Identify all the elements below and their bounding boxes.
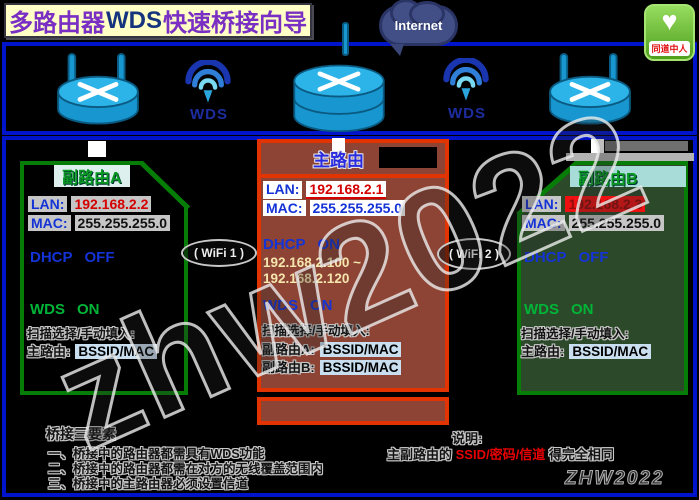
mac-label: MAC: — [28, 215, 71, 231]
remark-line: 主副路由的 SSID/密码/信道 得完全相同 — [387, 444, 614, 463]
wds-link-label-left: WDS — [190, 106, 228, 123]
router-b-dhcp-row: DHCP OFF — [524, 249, 609, 266]
lan-label: LAN: — [522, 196, 562, 212]
main-peer-a-row: 副路由A: BSSID/MAC — [262, 339, 402, 358]
watermark-small: ZHW2022 — [565, 468, 665, 490]
main-router-panel-footer — [257, 397, 449, 425]
internet-label: Internet — [394, 18, 443, 33]
main-scan-hint: 扫描选择/手动填入: — [262, 324, 370, 338]
router-b-title: 副路由B — [570, 166, 686, 188]
peer-label: 副路由A: — [262, 342, 315, 357]
router-b-peer-row: 主路由: BSSID/MAC — [521, 341, 652, 360]
connector-square-a — [88, 141, 106, 157]
connector-square-b — [591, 139, 604, 153]
mac-value: 255.255.255.0 — [74, 215, 171, 231]
mac-label: MAC: — [263, 200, 306, 216]
wifi-1-tag: ( WiFi 1 ) — [181, 239, 257, 267]
main-mac-row: MAC: 255.255.255.0 — [263, 200, 406, 216]
router-b-lan-row: LAN: 192.168.2.3 — [522, 196, 646, 212]
router-b-icon — [549, 52, 631, 125]
main-router-antenna — [342, 22, 349, 56]
cloud-tail — [390, 44, 404, 56]
peer-label: 主路由: — [27, 344, 71, 359]
router-a-lan-row: LAN: 192.168.2.2 — [28, 196, 152, 212]
peer-value: BSSID/MAC — [319, 342, 402, 357]
lan-value: 192.168.2.2 — [71, 196, 152, 212]
lan-label: LAN: — [263, 181, 303, 199]
mac-value: 255.255.255.0 — [568, 215, 665, 231]
title-part-1: 多路由器 — [9, 10, 105, 37]
wds-value: ON — [77, 301, 100, 318]
router-a-mac-row: MAC: 255.255.255.0 — [28, 215, 171, 231]
dhcp-value: OFF — [84, 249, 115, 266]
logo-badge: ♥ 同道中人 — [644, 4, 695, 61]
peer-label: 主路由: — [521, 344, 565, 359]
wds-value: ON — [310, 297, 333, 314]
note-item-1: 一、桥接中的路由器都需具有WDS功能 — [48, 447, 265, 461]
dhcp-label: DHCP — [263, 236, 306, 253]
router-a-wds-row: WDS ON — [30, 301, 100, 318]
badge-label: 同道中人 — [649, 41, 690, 56]
wds-label: WDS — [263, 297, 298, 314]
connector-square-main — [332, 138, 345, 153]
router-a-peer-row: 主路由: BSSID/MAC — [27, 341, 158, 360]
router-b-scan-hint: 扫描选择/手动填入: — [521, 327, 629, 341]
router-a-icon — [57, 52, 139, 125]
lan-value: 192.168.2.3 — [565, 196, 646, 212]
main-router-icon — [293, 64, 385, 133]
remark-prefix: 主副路由的 — [387, 447, 456, 462]
remark-highlight: SSID/密码/信道 — [455, 447, 546, 462]
wds-label: WDS — [30, 301, 65, 318]
main-router-panel-divider — [259, 174, 447, 178]
remark-title: 说明: — [452, 431, 483, 446]
wifi-signal-icon-right — [443, 58, 489, 101]
lan-value: 192.168.2.1 — [306, 181, 387, 199]
connector-bar-dark — [605, 141, 688, 151]
main-lan-row: LAN: 192.168.2.1 — [263, 181, 387, 199]
note-item-3: 三、桥接中的主路由器必须设置信道 — [48, 477, 249, 491]
connector-bar-light — [566, 153, 694, 161]
main-dhcp-row: DHCP ON — [263, 236, 340, 253]
lan-label: LAN: — [28, 196, 68, 212]
wds-label: WDS — [524, 301, 559, 318]
title-part-wds: WDS — [106, 6, 162, 34]
main-wds-row: WDS ON — [263, 297, 333, 314]
main-dhcp-range-end: 192.168.2.120 — [263, 271, 350, 286]
note-item-2: 二、桥接中的路由器都需在对方的无线覆盖范围内 — [48, 462, 324, 476]
peer-value: BSSID/MAC — [569, 344, 652, 359]
main-peer-b-row: 副路由B: BSSID/MAC — [262, 357, 402, 376]
router-a-scan-hint: 扫描选择/手动填入: — [27, 327, 135, 341]
title-part-2: 快速桥接向导 — [163, 10, 307, 37]
page-title: 多路由器 WDS 快速桥接向导 — [4, 3, 312, 38]
dhcp-label: DHCP — [524, 249, 567, 266]
heart-handshake-icon: ♥ — [661, 6, 678, 36]
peer-value: BSSID/MAC — [75, 344, 158, 359]
peer-label: 副路由B: — [262, 360, 315, 375]
wifi-2-tag: ( WiFi 2 ) — [437, 238, 511, 270]
main-dhcp-range-start: 192.168.2.100 ~ — [263, 255, 361, 270]
dhcp-value: OFF — [578, 249, 609, 266]
notes-title: 桥接三要素 — [46, 426, 116, 442]
dhcp-label: DHCP — [30, 249, 73, 266]
wds-value: ON — [571, 301, 594, 318]
router-b-wds-row: WDS ON — [524, 301, 594, 318]
mac-value: 255.255.255.0 — [309, 200, 406, 216]
main-title-black-block — [379, 147, 437, 168]
mac-label: MAC: — [522, 215, 565, 231]
wds-link-label-right: WDS — [448, 105, 486, 122]
remark-suffix: 得完全相同 — [545, 447, 614, 462]
internet-cloud: Internet — [379, 0, 458, 46]
router-a-title: 副路由A — [54, 165, 130, 187]
router-b-mac-row: MAC: 255.255.255.0 — [522, 215, 665, 231]
main-router-title: 主路由 — [313, 151, 364, 170]
wifi-signal-icon-left — [185, 60, 231, 103]
dhcp-value: ON — [317, 236, 341, 253]
peer-value: BSSID/MAC — [319, 360, 402, 375]
router-a-dhcp-row: DHCP OFF — [30, 249, 115, 266]
